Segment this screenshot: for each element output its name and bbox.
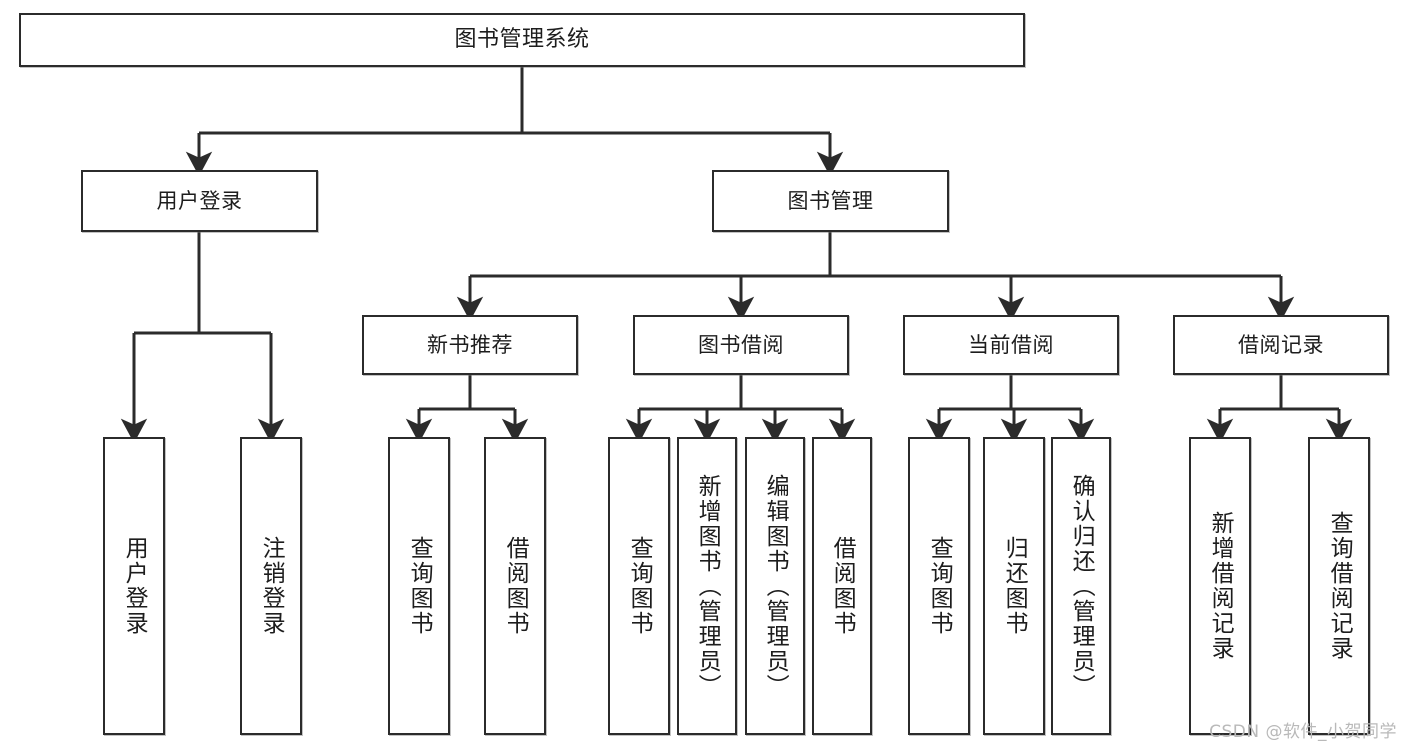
node-leaf-user-login-label: 用户登录 bbox=[121, 536, 148, 636]
node-leaf-borrow-book-rec-label: 借阅图书 bbox=[502, 536, 529, 636]
node-leaf-return-book-label: 归还图书 bbox=[1001, 536, 1028, 636]
node-leaf-borrow-book-rec[interactable]: 借阅图书 bbox=[484, 437, 546, 735]
node-leaf-query-book-current[interactable]: 查询图书 bbox=[908, 437, 970, 735]
node-leaf-borrow-book[interactable]: 借阅图书 bbox=[812, 437, 872, 735]
node-root-label: 图书管理系统 bbox=[454, 27, 590, 53]
node-leaf-borrow-book-label: 借阅图书 bbox=[829, 536, 856, 636]
node-leaf-query-borrow-record[interactable]: 查询借阅记录 bbox=[1308, 437, 1370, 735]
node-book-borrow-label: 图书借阅 bbox=[698, 332, 784, 357]
node-current-borrow-label: 当前借阅 bbox=[968, 332, 1054, 357]
node-book-manage[interactable]: 图书管理 bbox=[712, 170, 949, 232]
node-leaf-user-logout-label: 注销登录 bbox=[258, 536, 285, 636]
node-leaf-query-book-borrow[interactable]: 查询图书 bbox=[608, 437, 670, 735]
node-root[interactable]: 图书管理系统 bbox=[19, 13, 1025, 67]
node-leaf-add-book-admin-label: 新增图书（管理员） bbox=[694, 473, 721, 699]
node-leaf-user-logout[interactable]: 注销登录 bbox=[240, 437, 302, 735]
node-leaf-add-borrow-record-label: 新增借阅记录 bbox=[1207, 511, 1234, 661]
node-leaf-confirm-return-admin[interactable]: 确认归还（管理员） bbox=[1051, 437, 1111, 735]
node-book-manage-label: 图书管理 bbox=[787, 188, 874, 213]
csdn-watermark: CSDN @软件_小贺同学 bbox=[1209, 722, 1397, 742]
node-leaf-query-book-rec-label: 查询图书 bbox=[406, 536, 433, 636]
node-new-book-rec-label: 新书推荐 bbox=[427, 332, 513, 357]
node-book-borrow[interactable]: 图书借阅 bbox=[633, 315, 849, 375]
node-leaf-add-book-admin[interactable]: 新增图书（管理员） bbox=[677, 437, 737, 735]
node-user-login[interactable]: 用户登录 bbox=[81, 170, 318, 232]
node-leaf-edit-book-admin[interactable]: 编辑图书（管理员） bbox=[745, 437, 805, 735]
node-leaf-query-borrow-record-label: 查询借阅记录 bbox=[1326, 511, 1353, 661]
node-leaf-query-book-borrow-label: 查询图书 bbox=[626, 536, 653, 636]
node-leaf-add-borrow-record[interactable]: 新增借阅记录 bbox=[1189, 437, 1251, 735]
node-borrow-record-label: 借阅记录 bbox=[1238, 332, 1324, 357]
node-user-login-label: 用户登录 bbox=[156, 188, 243, 213]
node-leaf-query-book-current-label: 查询图书 bbox=[926, 536, 953, 636]
node-current-borrow[interactable]: 当前借阅 bbox=[903, 315, 1119, 375]
node-borrow-record[interactable]: 借阅记录 bbox=[1173, 315, 1389, 375]
node-leaf-edit-book-admin-label: 编辑图书（管理员） bbox=[762, 473, 789, 699]
node-leaf-query-book-rec[interactable]: 查询图书 bbox=[388, 437, 450, 735]
node-leaf-return-book[interactable]: 归还图书 bbox=[983, 437, 1045, 735]
node-new-book-rec[interactable]: 新书推荐 bbox=[362, 315, 578, 375]
node-leaf-confirm-return-admin-label: 确认归还（管理员） bbox=[1068, 473, 1095, 699]
node-leaf-user-login[interactable]: 用户登录 bbox=[103, 437, 165, 735]
